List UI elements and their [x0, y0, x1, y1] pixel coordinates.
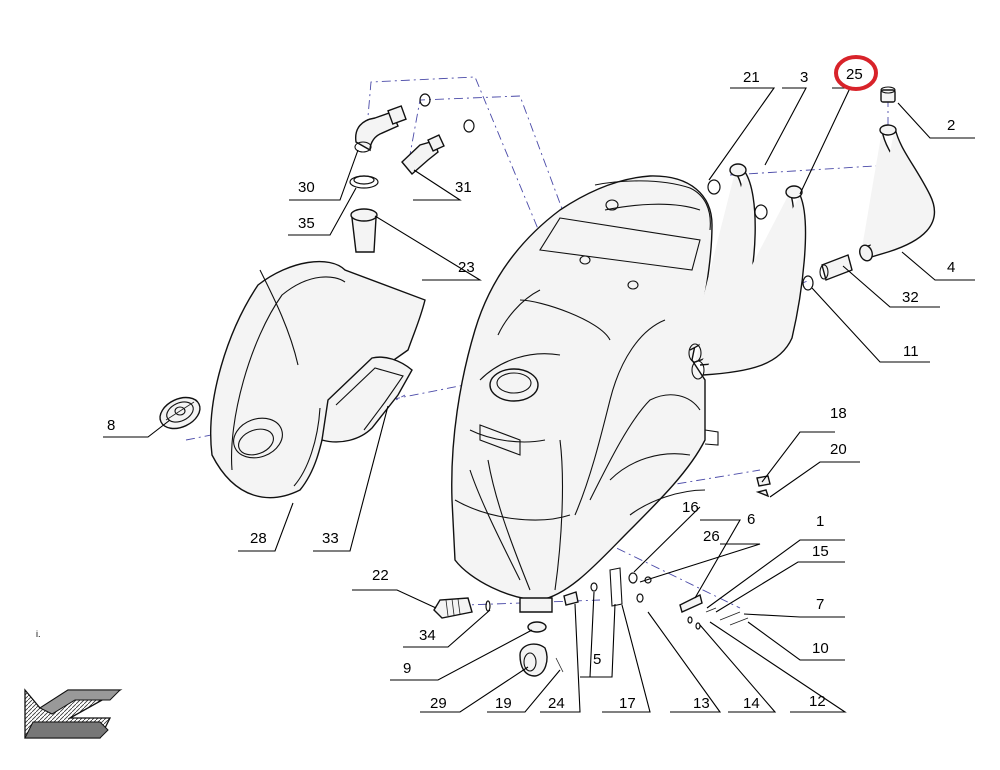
hoses-part — [688, 163, 807, 380]
part-label-35: 35 — [298, 215, 315, 232]
stray-mark: i. — [36, 629, 41, 639]
part-label-2: 2 — [947, 117, 955, 134]
part-label-34: 34 — [419, 627, 436, 644]
part-label-22: 22 — [372, 567, 389, 584]
part-25-highlight-circle — [834, 55, 878, 91]
callout-leaders — [103, 87, 975, 713]
side-shroud-part — [210, 260, 426, 499]
part-label-15: 15 — [812, 543, 829, 560]
cap-plate-part — [159, 396, 201, 430]
part-label-23: 23 — [458, 259, 475, 276]
part-label-14: 14 — [743, 695, 760, 712]
elbow-fittings-part — [349, 93, 768, 253]
part-label-7: 7 — [816, 596, 824, 613]
part-label-19: 19 — [495, 695, 512, 712]
part-label-8: 8 — [107, 417, 115, 434]
part-label-21: 21 — [743, 69, 760, 86]
part-label-9: 9 — [403, 660, 411, 677]
tray-part — [321, 356, 413, 443]
part-label-32: 32 — [902, 289, 919, 306]
part-label-13: 13 — [693, 695, 710, 712]
part-label-18: 18 — [830, 405, 847, 422]
part-label-1: 1 — [816, 513, 824, 530]
part-label-24: 24 — [548, 695, 565, 712]
front-direction-arrow-icon — [24, 688, 123, 739]
curved-hose-part — [802, 86, 936, 291]
part-label-12: 12 — [809, 693, 826, 710]
part-label-11: 11 — [903, 343, 919, 360]
part-number-labels: 21 3 25 2 4 32 11 30 31 35 23 8 28 33 18… — [107, 66, 955, 712]
part-label-25: 25 — [846, 66, 863, 83]
part-label-4: 4 — [947, 259, 955, 276]
part-label-26: 26 — [703, 528, 720, 545]
part-label-5: 5 — [593, 651, 601, 668]
part-label-20: 20 — [830, 441, 847, 458]
part-label-31: 31 — [455, 179, 472, 196]
part-label-28: 28 — [250, 530, 267, 547]
main-tank-body — [451, 175, 719, 613]
part-label-33: 33 — [322, 530, 339, 547]
part-label-30: 30 — [298, 179, 315, 196]
part-label-17: 17 — [619, 695, 636, 712]
part-label-6: 6 — [747, 511, 755, 528]
part-label-3: 3 — [800, 69, 808, 86]
part-label-29: 29 — [430, 695, 447, 712]
part-label-16: 16 — [682, 499, 699, 516]
part-label-10: 10 — [812, 640, 829, 657]
